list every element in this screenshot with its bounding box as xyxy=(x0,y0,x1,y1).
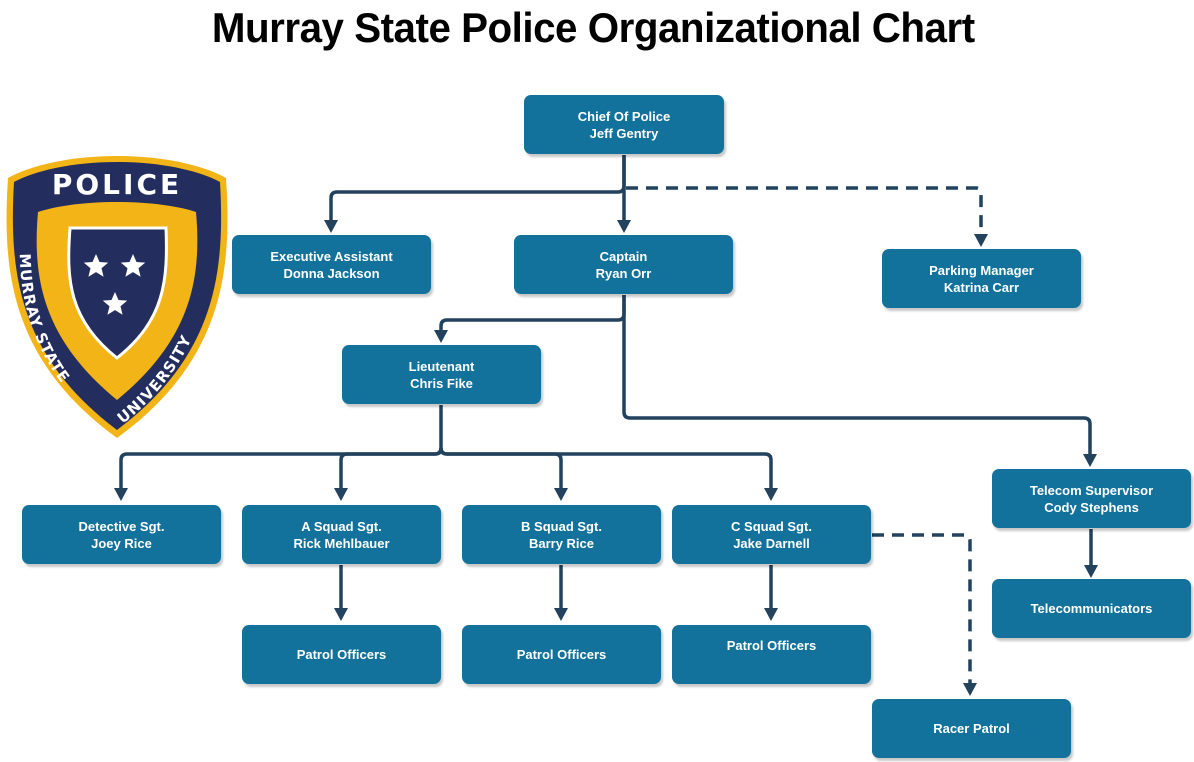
node-role: C Squad Sgt. xyxy=(731,518,812,534)
arrowhead xyxy=(1084,565,1098,578)
node-patrol-officers-b[interactable]: Patrol Officers xyxy=(462,625,661,684)
node-a-squad-sgt[interactable]: A Squad Sgt. Rick Mehlbauer xyxy=(242,505,441,564)
arrowhead xyxy=(617,220,631,233)
badge-top-text: POLICE xyxy=(52,168,182,201)
node-role: Executive Assistant xyxy=(270,248,393,264)
arrowhead xyxy=(1083,454,1097,467)
node-patrol-officers-c[interactable]: Patrol Officers xyxy=(672,625,871,684)
node-person: Ryan Orr xyxy=(595,265,652,281)
edge-chief-parking xyxy=(626,186,983,236)
page-title: Murray State Police Organizational Chart xyxy=(211,4,975,51)
node-role: Chief Of Police xyxy=(577,108,671,124)
node-label: Racer Patrol xyxy=(933,721,1010,736)
node-b-squad-sgt[interactable]: B Squad Sgt. Barry Rice xyxy=(462,505,661,564)
node-label: Patrol Officers xyxy=(296,647,387,662)
node-role: Captain xyxy=(599,248,648,264)
node-label: Telecommunicators xyxy=(1030,601,1153,616)
node-role: Telecom Supervisor xyxy=(1029,482,1154,498)
node-label: Patrol Officers xyxy=(516,647,607,662)
star-icon xyxy=(83,254,109,277)
arrowhead xyxy=(334,488,348,501)
node-parking-manager[interactable]: Parking Manager Katrina Carr xyxy=(882,249,1081,308)
edge-captain-lieutenant xyxy=(439,295,626,332)
star-icon xyxy=(102,292,128,315)
edge-lt-asquad xyxy=(339,447,443,490)
node-lieutenant[interactable]: Lieutenant Chris Fike xyxy=(342,345,541,404)
node-executive-assistant[interactable]: Executive Assistant Donna Jackson xyxy=(232,235,431,294)
node-person: Rick Mehlbauer xyxy=(293,535,390,551)
edge-chief-exec xyxy=(329,155,626,222)
node-person: Jeff Gentry xyxy=(589,125,659,141)
arrowhead xyxy=(334,608,348,621)
arrowhead xyxy=(554,488,568,501)
arrowhead xyxy=(974,234,988,247)
arrowhead xyxy=(324,220,338,233)
node-role: B Squad Sgt. xyxy=(521,518,602,534)
node-telecom-supervisor[interactable]: Telecom Supervisor Cody Stephens xyxy=(992,469,1191,528)
node-person: Jake Darnell xyxy=(733,535,810,551)
node-captain[interactable]: Captain Ryan Orr xyxy=(514,235,733,294)
police-badge-logo: POLICE MURRAY STATE UNIVERSITY xyxy=(6,156,228,438)
arrowhead xyxy=(554,608,568,621)
node-person: Donna Jackson xyxy=(283,265,380,281)
node-c-squad-sgt[interactable]: C Squad Sgt. Jake Darnell xyxy=(672,505,871,564)
star-icon xyxy=(120,254,146,277)
node-chief-of-police[interactable]: Chief Of Police Jeff Gentry xyxy=(524,95,724,154)
node-person: Katrina Carr xyxy=(943,279,1020,295)
node-role: Parking Manager xyxy=(929,262,1034,278)
arrowhead xyxy=(963,683,977,696)
edge-lt-csquad xyxy=(439,447,773,490)
edge-c-racer xyxy=(872,533,972,684)
node-role: A Squad Sgt. xyxy=(301,518,382,534)
node-person: Chris Fike xyxy=(410,375,473,391)
arrowhead xyxy=(764,488,778,501)
arrowhead xyxy=(434,330,448,343)
edge-captain-telecom xyxy=(622,295,1092,456)
node-racer-patrol[interactable]: Racer Patrol xyxy=(872,699,1071,758)
node-person: Barry Rice xyxy=(528,535,595,551)
node-role: Lieutenant xyxy=(408,358,475,374)
node-telecommunicators[interactable]: Telecommunicators xyxy=(992,579,1191,638)
node-role: Detective Sgt. xyxy=(78,518,165,534)
node-detective-sgt[interactable]: Detective Sgt. Joey Rice xyxy=(22,505,221,564)
node-label: Patrol Officers xyxy=(726,638,817,653)
arrowhead xyxy=(764,608,778,621)
node-patrol-officers-a[interactable]: Patrol Officers xyxy=(242,625,441,684)
edge-lt-detective xyxy=(119,405,443,490)
node-person: Cody Stephens xyxy=(1044,499,1139,515)
arrowhead xyxy=(114,488,128,501)
node-person: Joey Rice xyxy=(91,535,152,551)
